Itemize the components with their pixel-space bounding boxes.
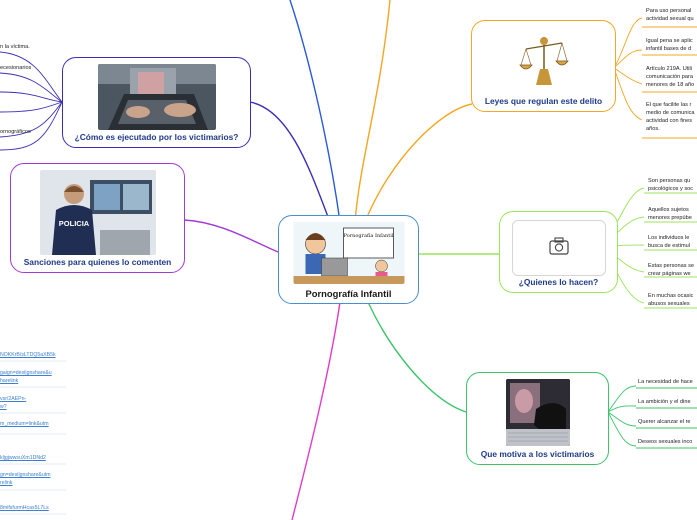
motiva-leaf-1[interactable]: La necesidad de hace (638, 379, 693, 385)
como-leaf-1[interactable]: n la víctima. (0, 44, 30, 50)
branch-sanciones-title: Sanciones para quienes lo comenten (23, 257, 172, 267)
reference-link-6[interactable]: m_medium=link&utm (0, 421, 49, 427)
reference-link-7[interactable]: kljgjwwsuXm1DNd2 (0, 455, 46, 461)
branch-como-title: ¿Cómo es ejecutado por los victimarios? (74, 132, 239, 142)
branch-quienes-title: ¿Quienes lo hacen? (518, 277, 599, 287)
quienes-leaf-4[interactable]: Estas personas se crear páginas we (648, 263, 695, 277)
branch-como-node[interactable]: ¿Cómo es ejecutado por los victimarios? (62, 57, 251, 148)
laptop-user-photo (97, 64, 216, 130)
branch-leyes-node[interactable]: Leyes que regulan este delito (471, 20, 616, 112)
justice-scale-icon (514, 29, 574, 91)
motiva-leaf-3[interactable]: Querer alcanzar el re (638, 419, 691, 425)
leyes-leaf-4[interactable]: El que facilite las r medio de comunica … (646, 102, 695, 132)
branch-sanciones-node[interactable]: POLICIA Sanciones para quienes lo coment… (10, 163, 185, 273)
reference-link-5[interactable]: w? (0, 404, 7, 410)
reference-link-1[interactable]: NOKKrB/sLTDQ5aXB5k (0, 352, 56, 358)
leyes-leaf-2[interactable]: Igual pena se aplic infantil bases de d (646, 38, 693, 52)
reference-link-8[interactable]: gn=desi|gnshare&utm (0, 472, 51, 478)
hand-on-keyboard-photo (505, 379, 570, 446)
quienes-leaf-5[interactable]: En muchas ocasic abusos sexuales (648, 293, 694, 307)
branch-motiva-title: Que motiva a los victimarios (480, 449, 595, 459)
police-back-text: POLICIA (58, 219, 89, 228)
quienes-leaf-1[interactable]: Son personas qu psicológicos y soc (648, 178, 694, 192)
cartoon-illustration: Pornografía Infantil (293, 222, 404, 284)
reference-link-10[interactable]: 8mifsfurmHcas5L7Ls (0, 505, 49, 511)
quienes-leaf-2[interactable]: Aquellos sujetos menores prepúbe (648, 207, 692, 221)
image-placeholder (511, 220, 606, 276)
connector-bottom (291, 301, 341, 520)
central-topic-node[interactable]: Pornografía Infantil Pornografía Infanti… (278, 215, 419, 304)
central-topic-title: Pornografía Infantil (305, 288, 392, 299)
connector-motiva (367, 301, 467, 413)
cartoon-sign-text: Pornografía Infantil (343, 232, 393, 239)
motiva-leaf-4[interactable]: Deseos sexuales inco (638, 439, 693, 445)
connector-como (249, 101, 331, 223)
connector-top-blue (289, 0, 341, 223)
connector-leyes-2 (364, 103, 473, 223)
quienes-leaf-3[interactable]: Los individuos le busca de estimul (648, 235, 690, 249)
como-leaf-5[interactable]: ornográficos (0, 129, 31, 135)
connector-leyes (354, 0, 391, 223)
como-leaf-2[interactable]: ecesionarios (0, 65, 32, 71)
connector-sanciones (183, 219, 279, 253)
branch-quienes-node[interactable]: ¿Quienes lo hacen? (499, 211, 618, 293)
reference-link-9[interactable]: relink (0, 480, 13, 486)
leyes-leaf-3[interactable]: Artículo 219A. Utili comunicación para m… (646, 66, 695, 88)
branch-motiva-node[interactable]: Que motiva a los victimarios (466, 372, 609, 465)
reference-link-4[interactable]: vsr/2AEPn- (0, 396, 27, 402)
motiva-leaf-2[interactable]: La ambición y el dine (638, 399, 691, 405)
reference-link-2[interactable]: gaign=desi|gnshare&u (0, 370, 52, 376)
leyes-leaf-1[interactable]: Para uso personal actividad sexual qu (646, 8, 694, 22)
reference-link-3[interactable]: harelink (0, 378, 19, 384)
camera-icon (548, 237, 569, 255)
police-officer-photo: POLICIA (39, 170, 156, 255)
branch-leyes-title: Leyes que regulan este delito (484, 96, 603, 106)
